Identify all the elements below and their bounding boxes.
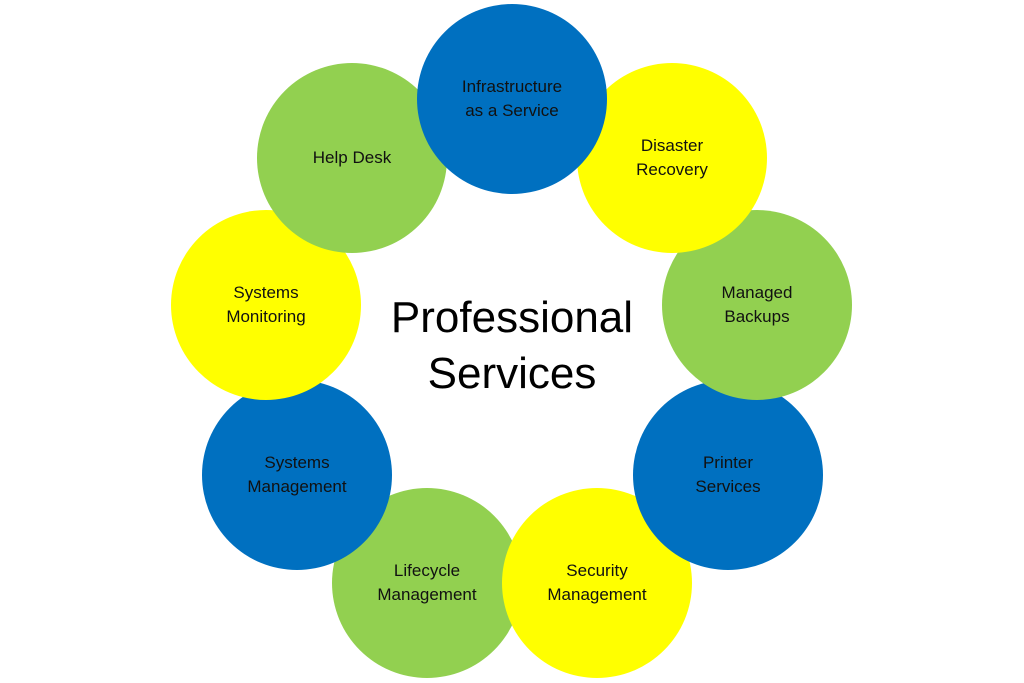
node-label: Systems Monitoring	[226, 283, 306, 326]
node-label: Security Management	[547, 561, 647, 604]
node-label: Managed Backups	[721, 283, 793, 326]
node-label: Printer Services	[695, 453, 761, 496]
node-label: Infrastructure as a Service	[461, 77, 563, 120]
node-printer-services: Printer Services	[633, 380, 823, 570]
node-label: Disaster Recovery	[636, 136, 708, 179]
node-help-desk: Help Desk	[257, 63, 447, 253]
node-infrastructure-as-a-service: Infrastructure as a Service	[417, 4, 607, 194]
node-systems-management: Systems Management	[202, 380, 392, 570]
node-label: Systems Management	[247, 453, 347, 496]
node-disaster-recovery: Disaster Recovery	[577, 63, 767, 253]
center-title: Professional Services	[390, 293, 634, 398]
node-label: Lifecycle Management	[377, 561, 477, 604]
node-label: Help Desk	[312, 148, 392, 167]
